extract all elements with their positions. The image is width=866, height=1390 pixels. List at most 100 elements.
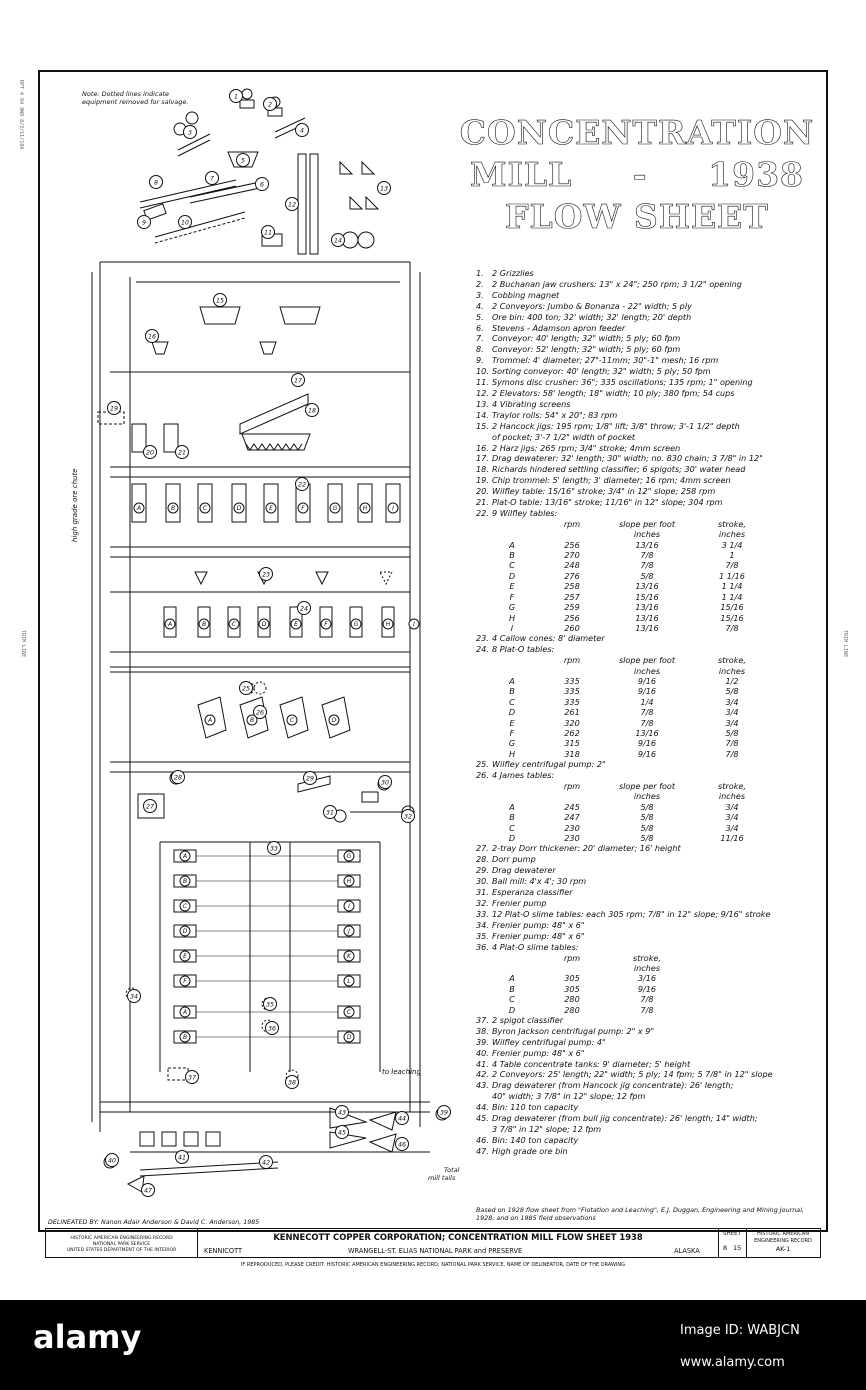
table-cell: 320 bbox=[564, 717, 580, 728]
legend-item-text: 4 James tables: bbox=[492, 770, 555, 781]
table-cell bbox=[476, 781, 542, 791]
callout-circle bbox=[107, 401, 121, 415]
table-cell bbox=[692, 953, 772, 963]
table-cell: 3/4 bbox=[725, 707, 739, 718]
table-cell: 315 bbox=[564, 738, 580, 749]
table-letter: J bbox=[347, 928, 350, 935]
legend-item-text: Conveyor: 40' length; 32" width; 5 ply; … bbox=[492, 333, 681, 344]
table-cell: 13/16 bbox=[635, 622, 659, 633]
table-letter: F bbox=[324, 621, 328, 628]
callout-circle bbox=[263, 97, 277, 111]
legend-item-number: 23. bbox=[476, 633, 489, 644]
callout-number: 11 bbox=[264, 229, 272, 236]
callout-number: 28 bbox=[174, 774, 182, 781]
table-cell: 1 bbox=[729, 550, 735, 561]
legend-item-text: Wilfley table: 15/16" stroke; 3/4" in 12… bbox=[492, 486, 716, 497]
delineated-by: DELINEATED BY: Nanon Adair Anderson & Da… bbox=[48, 1219, 260, 1226]
callout-circle bbox=[178, 215, 192, 229]
legend-item-text: 3 7/8" in 12" slope; 12 fpm bbox=[492, 1124, 602, 1134]
callout-number: 40 bbox=[108, 1157, 116, 1164]
table-cell: 13/16 bbox=[635, 727, 659, 738]
callout-number: 37 bbox=[188, 1074, 196, 1081]
table-cell bbox=[476, 655, 542, 665]
table-letter: D bbox=[347, 1034, 352, 1041]
table-cell: 335 bbox=[564, 696, 580, 707]
table-cell: stroke, bbox=[718, 655, 746, 666]
high-grade-chute-label: high grade ore chute bbox=[71, 468, 79, 542]
table-letter-circle bbox=[343, 1006, 355, 1018]
callout-number: 34 bbox=[130, 993, 138, 1000]
legend-item: 24.8 Plat-O tables: bbox=[476, 644, 821, 655]
watermark-bar bbox=[0, 1300, 866, 1390]
title-line-1: CONCENTRATION bbox=[459, 113, 815, 153]
table-letter-circle bbox=[343, 875, 355, 887]
legend-item: 37.2 spigot classifier bbox=[476, 1015, 821, 1026]
table-cell: 9/16 bbox=[637, 686, 657, 697]
table-letter: L bbox=[347, 978, 350, 985]
legend-item: 43.Drag dewaterer (from Hancock jig conc… bbox=[476, 1080, 821, 1091]
legend-item-text: Frenier pump: 48" x 6" bbox=[492, 1047, 585, 1058]
callout-circle bbox=[145, 329, 159, 343]
callout-circle bbox=[378, 775, 392, 789]
table-cell: slope per foot bbox=[618, 518, 676, 529]
callout-circle bbox=[395, 1137, 409, 1151]
legend-item-text: 2 Harz jigs: 265 rpm; 3/4" stroke; 4mm s… bbox=[492, 442, 681, 453]
margin-note-top: RPT 4 84 8W8 8/2/11/10A bbox=[18, 80, 24, 150]
record-number: AK-1 bbox=[775, 1245, 791, 1253]
legend-item: 40" width; 3 7/8" in 12" slope; 12 fpm bbox=[476, 1091, 821, 1102]
table-letter: G bbox=[354, 621, 359, 628]
callout-circle bbox=[183, 125, 197, 139]
table-cell: A bbox=[509, 675, 515, 686]
table-letter: D bbox=[262, 621, 267, 628]
table-cell bbox=[476, 953, 542, 963]
callout-number: 30 bbox=[381, 779, 389, 786]
legend-item-text: 40" width; 3 7/8" in 12" slope; 12 fpm bbox=[492, 1091, 646, 1102]
legend-item: 26.4 James tables: bbox=[476, 770, 821, 781]
table-cell bbox=[542, 963, 602, 973]
table-cell bbox=[476, 529, 542, 539]
callout-circle bbox=[259, 1155, 273, 1169]
table-letter-circle bbox=[179, 875, 191, 887]
table-letter-circle bbox=[179, 900, 191, 912]
table-letter: C bbox=[203, 505, 208, 512]
callout-circle bbox=[229, 89, 243, 103]
table-letter-circle bbox=[343, 925, 355, 937]
legend-item-number: 41. bbox=[476, 1058, 489, 1069]
table-cell: 7/8 bbox=[640, 1004, 654, 1015]
legend-item-number: 43. bbox=[476, 1080, 489, 1091]
legend-item-number: 30. bbox=[476, 876, 489, 887]
table-letter-circle bbox=[258, 618, 270, 630]
table-cell: B bbox=[509, 550, 515, 561]
legend-item: 47.High grade ore bin bbox=[476, 1146, 821, 1157]
legend-item-text: Bin: 140 ton capacity bbox=[492, 1134, 579, 1145]
callout-number: 4 bbox=[300, 127, 304, 134]
legend-item: 32.Frenier pump bbox=[476, 898, 821, 909]
legend-item-number: 16. bbox=[476, 442, 489, 453]
diagram-note-1: Note: Dotted lines indicate bbox=[82, 90, 169, 98]
table-cell: 1 1/16 bbox=[719, 570, 745, 581]
table-letter: H bbox=[386, 621, 391, 628]
table-cell: 5/8 bbox=[640, 570, 654, 581]
table-cell: 1 1/4 bbox=[721, 581, 743, 592]
legend-item: 33.12 Plat-O slime tables: each 305 rpm;… bbox=[476, 909, 821, 920]
legend-item: 8.Conveyor: 52' length; 32" width; 5 ply… bbox=[476, 344, 821, 355]
callout-circle bbox=[261, 225, 275, 239]
table-cell: 318 bbox=[564, 748, 580, 759]
callout-circle bbox=[175, 445, 189, 459]
table-cell: 256 bbox=[564, 539, 580, 550]
table-cell: stroke, bbox=[718, 781, 746, 791]
callout-number: 14 bbox=[334, 237, 342, 244]
table-letter-circle bbox=[233, 502, 245, 514]
legend-item-text: Traylor rolls: 54" x 20"; 83 rpm bbox=[492, 409, 618, 420]
table-cell: 13/16 bbox=[635, 612, 659, 623]
table-cell: 5/8 bbox=[640, 812, 654, 823]
title-dash: - bbox=[632, 155, 648, 195]
legend-item-number: 8. bbox=[476, 344, 484, 355]
